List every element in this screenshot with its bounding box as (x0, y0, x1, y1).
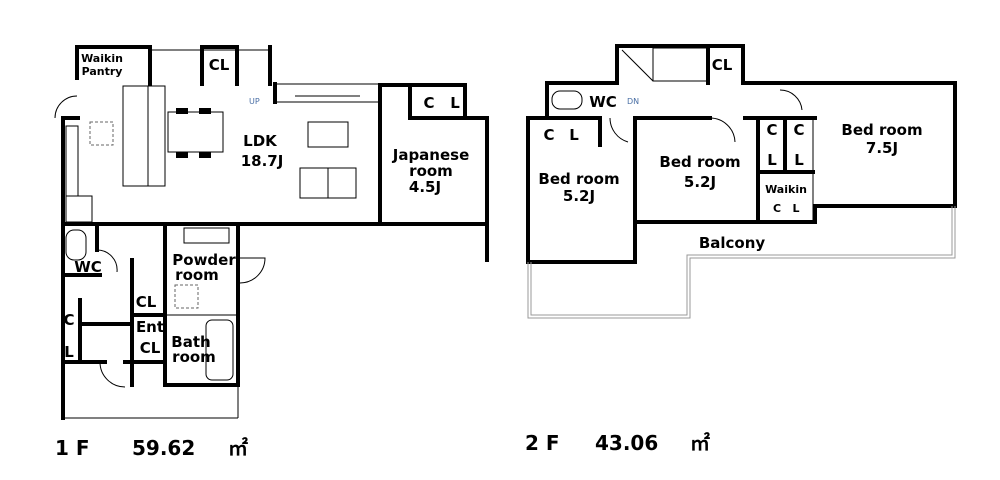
shoe-closet-c: C (63, 311, 74, 329)
floor2-area-unit: ㎡ (690, 431, 710, 455)
floor1-area: 59.62 (132, 436, 195, 460)
floor1-area-unit: ㎡ (228, 436, 248, 460)
room-label-bath: Bath (171, 333, 210, 351)
room-label-ldk: LDK (243, 132, 278, 150)
floor2-area: 43.06 (595, 431, 658, 455)
room-label-waikin: Waikin (765, 183, 807, 196)
stair-down-label: DN (627, 97, 639, 106)
room-label-bedroom-mid: Bed room (659, 153, 740, 171)
shoe-closet-l: L (64, 343, 74, 361)
room-label-balcony: Balcony (699, 234, 766, 252)
room-label-cl: CL (712, 56, 733, 74)
room-label-pantry: Pantry (82, 65, 123, 78)
room-label-japanese-room: room (409, 162, 453, 180)
stair-up-label: UP (249, 97, 260, 106)
room-size-bedroom-right: 7.5J (866, 139, 898, 157)
closet-l: L (450, 94, 460, 112)
room-label-ent: Ent (136, 318, 164, 336)
closet1-c: C (766, 121, 777, 139)
room-label-bedroom-right: Bed room (841, 121, 922, 139)
waikin-l: L (792, 202, 799, 215)
room-label-japanese: Japanese (392, 146, 470, 164)
room-label-bath-room: room (172, 348, 216, 366)
closet2-c: C (793, 121, 804, 139)
floor1-plan: Waikin Pantry CL UP LDK 18.7J Japanese r… (54, 45, 489, 460)
floor2-plan: CL WC DN C L Bed room 5.2J Bed room 5.2J… (525, 44, 957, 455)
closet2-l: L (794, 151, 804, 169)
closet-c: C (543, 126, 554, 144)
waikin-c: C (773, 202, 781, 215)
room-label-waikin: Waikin (81, 52, 123, 65)
room-label-powder-room: room (175, 266, 219, 284)
closet1-l: L (767, 151, 777, 169)
room-label-bedroom-left: Bed room (538, 170, 619, 188)
room-size-bedroom-mid: 5.2J (684, 173, 716, 191)
floor1-walls (54, 45, 489, 420)
floor1-title: 1 F (55, 436, 90, 460)
closet-c: C (423, 94, 434, 112)
room-label-cl: CL (209, 56, 230, 74)
closet-l: L (569, 126, 579, 144)
room-size-japanese: 4.5J (409, 178, 441, 196)
room-label-wc: WC (74, 258, 102, 276)
room-label-wc: WC (589, 93, 617, 111)
floor2-title: 2 F (525, 431, 560, 455)
room-label-ent-cl: CL (140, 339, 161, 357)
floor2-walls (526, 44, 957, 319)
room-size-ldk: 18.7J (241, 152, 284, 170)
room-size-bedroom-left: 5.2J (563, 187, 595, 205)
room-label-powder: Powder (172, 251, 236, 269)
room-label-hall-cl: CL (136, 293, 157, 311)
